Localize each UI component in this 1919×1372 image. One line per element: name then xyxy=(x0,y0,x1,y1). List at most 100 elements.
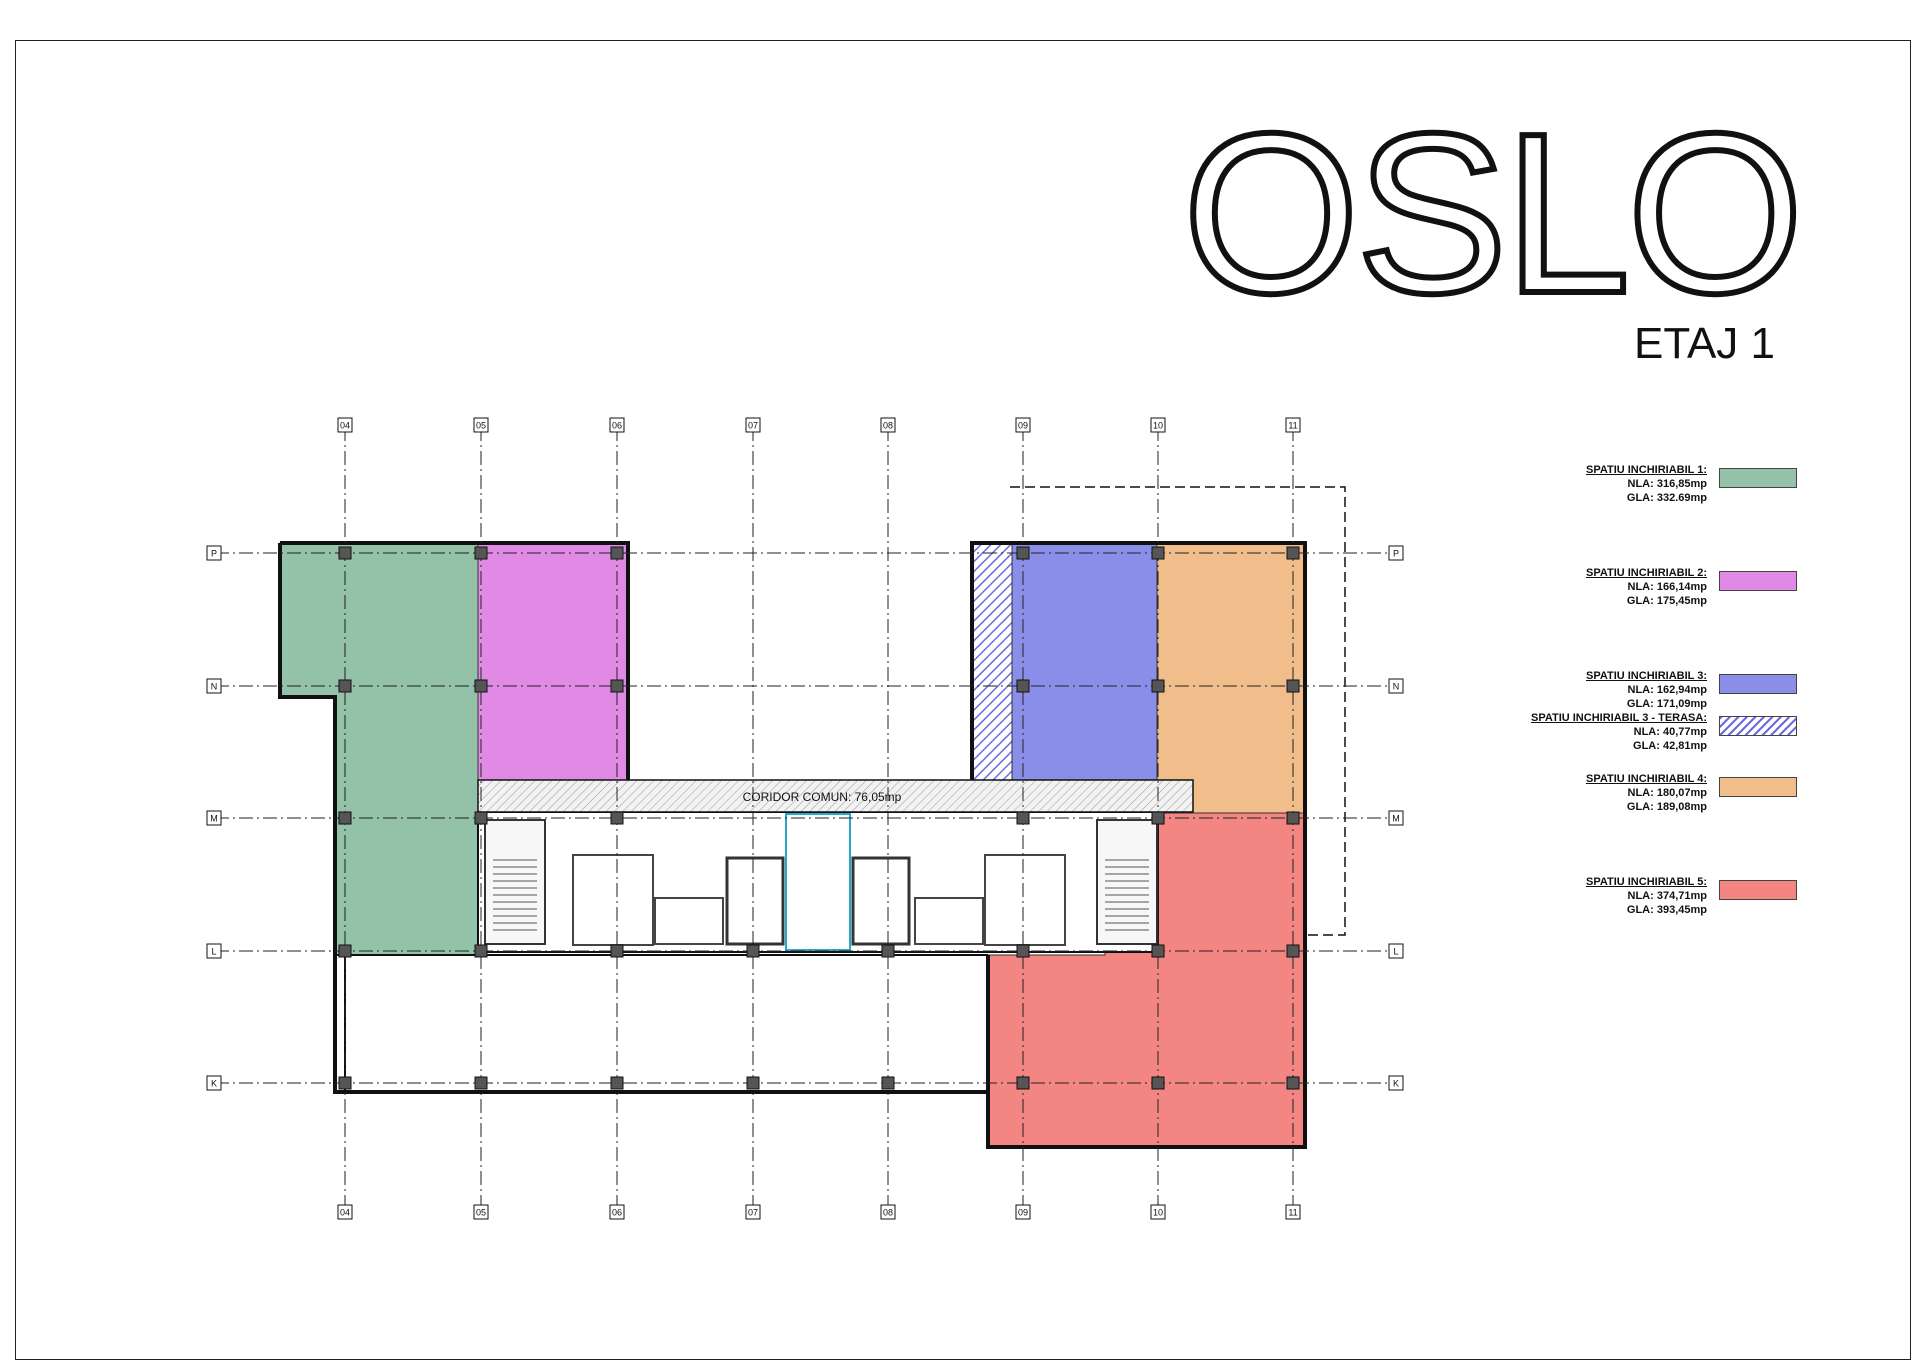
legend-unit-name: SPATIU INCHIRIABIL 3: xyxy=(1585,670,1707,682)
structural-column xyxy=(474,546,488,560)
structural-column xyxy=(1286,811,1300,825)
grid-row-M-left-label: M xyxy=(210,814,218,824)
legend-gla: GLA: 175,45mp xyxy=(1626,595,1707,607)
structural-column xyxy=(1286,546,1300,560)
legend-gla: GLA: 332.69mp xyxy=(1626,492,1707,504)
legend-unit-name: SPATIU INCHIRIABIL 3 - TERASA: xyxy=(1530,712,1707,724)
structural-column xyxy=(338,811,352,825)
grid-col-11-top: 11 xyxy=(1285,417,1301,433)
grid-col-07-bottom-label: 07 xyxy=(748,1208,758,1218)
legend-swatch xyxy=(1719,571,1797,591)
legend-gla: GLA: 393,45mp xyxy=(1626,904,1707,916)
service-core xyxy=(477,811,1159,953)
structural-column xyxy=(610,679,624,693)
structural-column xyxy=(338,1076,352,1090)
legend-entry: SPATIU INCHIRIABIL 3 - TERASA: NLA: 40,77… xyxy=(1497,711,1797,781)
building-outline xyxy=(278,541,1307,1149)
legend-unit-name: SPATIU INCHIRIABIL 5: xyxy=(1585,876,1707,888)
structural-column xyxy=(1016,1076,1030,1090)
east-wing-outline xyxy=(970,541,1307,1149)
grid-col-10-top: 10 xyxy=(1150,417,1166,433)
grid-row-K-left: K xyxy=(206,1075,222,1091)
legend-swatch xyxy=(1719,674,1797,694)
structural-column xyxy=(746,1076,760,1090)
grid-row-N-right: N xyxy=(1388,678,1404,694)
grid-col-08-bottom: 08 xyxy=(880,1204,896,1220)
rental-zones xyxy=(279,542,1306,1148)
grid-col-06-bottom-label: 06 xyxy=(612,1208,622,1218)
grid-col-05-bottom: 05 xyxy=(473,1204,489,1220)
legend-nla: NLA: 40,77mp xyxy=(1633,726,1707,738)
grid-col-10-top-label: 10 xyxy=(1153,421,1163,431)
grid-row-N-left-label: N xyxy=(211,682,218,692)
structural-column xyxy=(1151,546,1165,560)
structural-column xyxy=(1016,811,1030,825)
stair-west xyxy=(484,819,546,945)
grid-row-L-right: L xyxy=(1388,943,1404,959)
grid-col-07-bottom: 07 xyxy=(745,1204,761,1220)
corridor-label: CORIDOR COMUN: 76,05mp xyxy=(743,790,902,804)
toilets-east xyxy=(984,854,1066,946)
grid-col-04-top-label: 04 xyxy=(340,421,350,431)
structural-column xyxy=(474,811,488,825)
grid-col-04-bottom-label: 04 xyxy=(340,1208,350,1218)
legend-gla: GLA: 42,81mp xyxy=(1633,740,1707,752)
zone-unit-3-terrace xyxy=(972,543,1012,780)
grid-col-06-top-label: 06 xyxy=(612,421,622,431)
structural-column xyxy=(474,679,488,693)
structural-column xyxy=(746,944,760,958)
structural-column xyxy=(1151,1076,1165,1090)
grid-row-M-left: M xyxy=(206,810,222,826)
legend-gla: GLA: 189,08mp xyxy=(1626,801,1707,813)
structural-column xyxy=(1286,679,1300,693)
structural-column xyxy=(474,1076,488,1090)
grid-col-10-bottom-label: 10 xyxy=(1153,1208,1163,1218)
structural-column xyxy=(1151,944,1165,958)
grid-col-09-bottom-label: 09 xyxy=(1018,1208,1028,1218)
structural-column xyxy=(1286,1076,1300,1090)
structural-column xyxy=(610,811,624,825)
grid-col-08-top: 08 xyxy=(880,417,896,433)
grid-row-K-left-label: K xyxy=(211,1079,217,1089)
grid-col-08-bottom-label: 08 xyxy=(883,1208,893,1218)
structural-column xyxy=(338,679,352,693)
south-block-outline xyxy=(335,954,989,1093)
zone-unit-2 xyxy=(477,542,629,781)
structural-column xyxy=(1016,546,1030,560)
grid-col-05-bottom-label: 05 xyxy=(476,1208,486,1218)
grid-col-08-top-label: 08 xyxy=(883,421,893,431)
grid-row-P-right: P xyxy=(1388,545,1404,561)
grid-col-04-bottom: 04 xyxy=(337,1204,353,1220)
grid-row-L-left-label: L xyxy=(211,947,216,957)
legend-swatch xyxy=(1719,716,1797,736)
structural-column xyxy=(1286,944,1300,958)
legend-nla: NLA: 316,85mp xyxy=(1627,478,1707,490)
grid-col-11-bottom: 11 xyxy=(1285,1204,1301,1220)
grid-col-05-top: 05 xyxy=(473,417,489,433)
zone-unit-3 xyxy=(1011,542,1158,781)
zone-unit-4 xyxy=(1156,542,1306,814)
structural-column xyxy=(1151,679,1165,693)
legend-nla: NLA: 162,94mp xyxy=(1627,684,1707,696)
grid-col-06-top: 06 xyxy=(609,417,625,433)
structural-column xyxy=(610,546,624,560)
structural-column xyxy=(610,1076,624,1090)
grid-row-N-left: N xyxy=(206,678,222,694)
legend-swatch xyxy=(1719,468,1797,488)
grid-col-06-bottom: 06 xyxy=(609,1204,625,1220)
toilets-west xyxy=(572,854,654,946)
legend-unit-name: SPATIU INCHIRIABIL 2: xyxy=(1585,567,1707,579)
grid-col-10-bottom: 10 xyxy=(1150,1204,1166,1220)
grid-col-05-top-label: 05 xyxy=(476,421,486,431)
legend-unit-name: SPATIU INCHIRIABIL 1: xyxy=(1585,464,1707,476)
structural-column xyxy=(610,944,624,958)
grid-row-N-right-label: N xyxy=(1393,682,1400,692)
legend-swatch xyxy=(1719,777,1797,797)
